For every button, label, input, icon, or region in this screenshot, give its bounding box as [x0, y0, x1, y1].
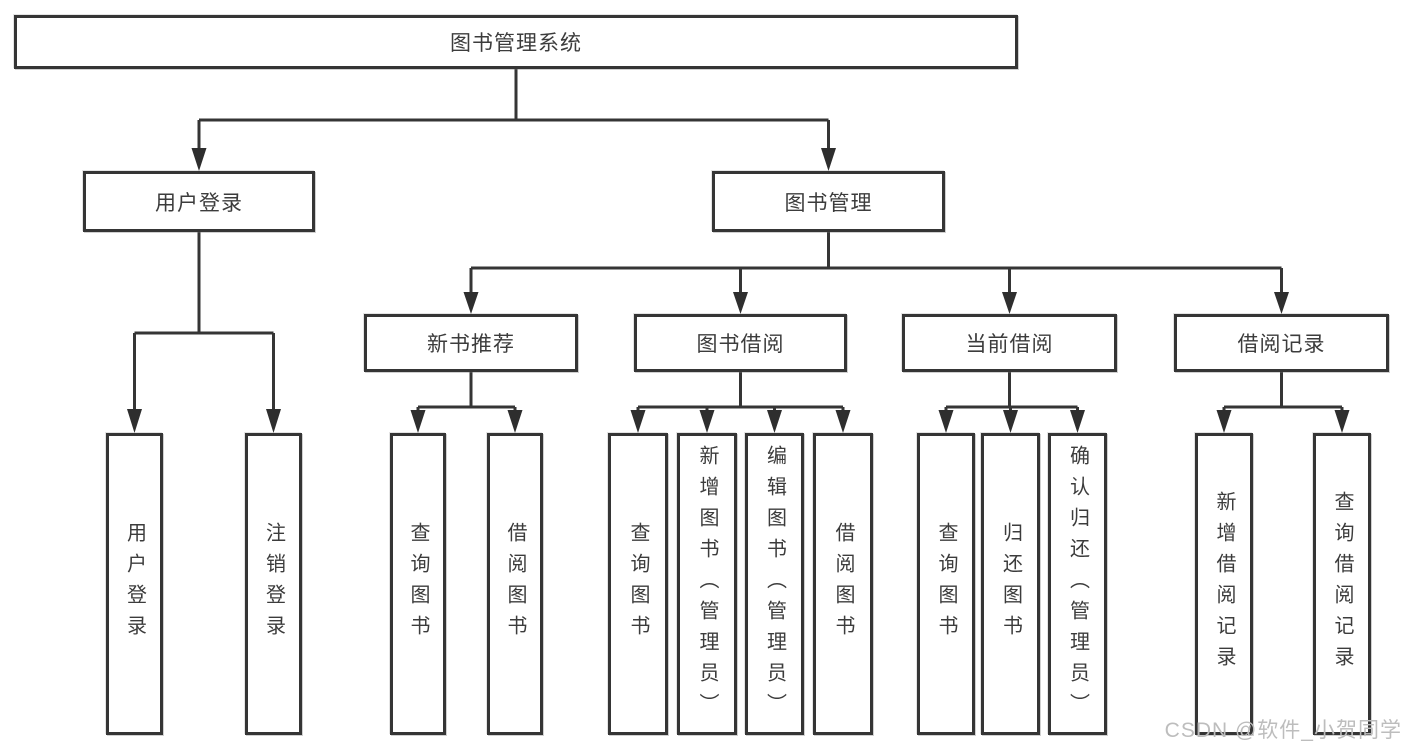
connector-current-borrow-children [944, 371, 1079, 412]
leaf-edit-book-admin-label: 编辑图书（管理员） [763, 444, 786, 724]
connector-new-book-recommend-children [416, 371, 517, 412]
connector-root-to-level2 [197, 69, 830, 150]
node-book-borrow-label: 图书借阅 [696, 333, 785, 356]
leaf-borrow-books: 借阅图书 [813, 433, 873, 735]
leaf-add-book-admin: 新增图书（管理员） [677, 433, 737, 735]
leaf-user-login: 用户登录 [106, 433, 163, 735]
leaf-query-books-borrow: 查询图书 [608, 433, 668, 735]
node-borrow-records: 借阅记录 [1174, 314, 1389, 372]
leaf-logout: 注销登录 [245, 433, 302, 735]
node-new-book-recommend-label: 新书推荐 [427, 333, 515, 356]
leaf-user-login-label: 用户登录 [123, 522, 146, 646]
leaf-query-books-recommend-label: 查询图书 [407, 522, 429, 646]
node-user-login-label: 用户登录 [155, 191, 243, 215]
node-book-management: 图书管理 [712, 171, 945, 232]
watermark-csdn: CSDN @软件_小贺同学 [1164, 719, 1402, 742]
leaf-confirm-return-admin: 确认归还（管理员） [1048, 433, 1107, 735]
connector-book-borrow-children [636, 371, 845, 412]
connector-user-login-children [133, 232, 275, 411]
node-book-management-label: 图书管理 [784, 191, 873, 215]
node-current-borrow: 当前借阅 [902, 314, 1117, 372]
leaf-add-borrow-record-label: 新增借阅记录 [1213, 491, 1235, 677]
leaf-query-borrow-record-label: 查询借阅记录 [1331, 491, 1353, 677]
leaf-borrow-books-recommend: 借阅图书 [487, 433, 543, 735]
node-new-book-recommend: 新书推荐 [364, 314, 578, 372]
leaf-borrow-books-label: 借阅图书 [832, 522, 854, 646]
leaf-borrow-books-recommend-label: 借阅图书 [504, 522, 526, 646]
leaf-return-book-label: 归还图书 [999, 522, 1022, 646]
leaf-return-book: 归还图书 [981, 433, 1040, 735]
leaf-edit-book-admin: 编辑图书（管理员） [745, 433, 804, 735]
leaf-add-borrow-record: 新增借阅记录 [1195, 433, 1253, 735]
node-user-login: 用户登录 [83, 171, 315, 232]
node-root: 图书管理系统 [14, 15, 1018, 69]
node-book-borrow: 图书借阅 [634, 314, 847, 372]
leaf-query-books-borrow-label: 查询图书 [627, 522, 649, 646]
connector-book-management-children [469, 232, 1283, 294]
leaf-confirm-return-admin-label: 确认归还（管理员） [1066, 444, 1089, 724]
leaf-query-books-current: 查询图书 [917, 433, 975, 735]
leaf-query-books-recommend: 查询图书 [390, 433, 446, 735]
node-current-borrow-label: 当前借阅 [965, 333, 1054, 356]
leaf-query-books-current-label: 查询图书 [935, 522, 957, 646]
node-root-label: 图书管理系统 [450, 32, 582, 55]
leaf-add-book-admin-label: 新增图书（管理员） [696, 444, 718, 724]
leaf-query-borrow-record: 查询借阅记录 [1313, 433, 1371, 735]
connector-borrow-records-children [1222, 371, 1344, 412]
leaf-logout-label: 注销登录 [262, 522, 285, 646]
node-borrow-records-label: 借阅记录 [1237, 333, 1326, 356]
